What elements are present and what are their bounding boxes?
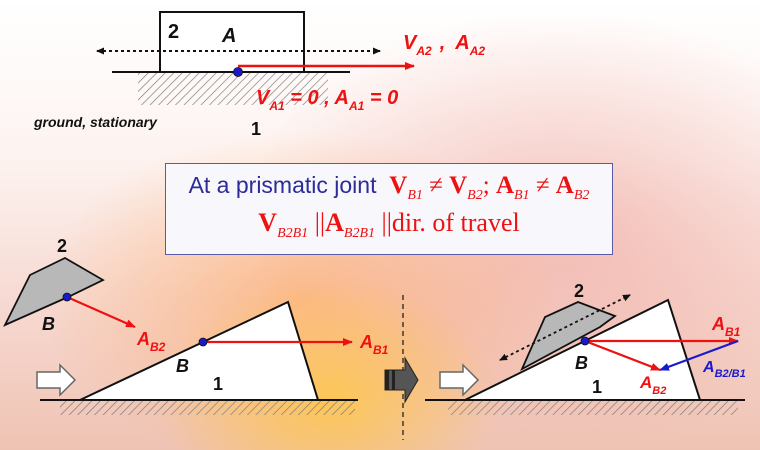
top-link1-label: 1 — [251, 119, 261, 139]
left-b-wedge-label: B — [176, 356, 189, 376]
left-input-arrow — [36, 363, 77, 397]
statement-line-1: At a prismatic joint VB1 ≠ VB2; AB1 ≠ AB… — [166, 172, 612, 204]
left-ab2-vector-arrow — [66, 295, 136, 329]
right-link2-label: 2 — [574, 281, 584, 301]
right-b-label: B — [575, 353, 588, 373]
left-ab2-label: AB2 — [136, 329, 166, 354]
ground-stationary-label: ground, stationary — [33, 114, 158, 130]
right-ab1-label: AB1 — [711, 314, 741, 339]
prismatic-joint-statement-box: At a prismatic joint VB1 ≠ VB2; AB1 ≠ AB… — [165, 163, 613, 255]
statement-prefix: At a prismatic joint — [188, 172, 377, 198]
statement-equation-1: VB1 ≠ VB2; AB1 ≠ AB2 — [389, 172, 590, 203]
top-ground-hatch — [138, 73, 328, 105]
right-slide-direction-arrow — [499, 294, 631, 361]
right-point-b-dot — [580, 336, 590, 346]
right-ab2-label: AB2 — [639, 373, 666, 397]
left-link2-label: 2 — [57, 236, 67, 256]
statement-line-2: VB2B1 ||AB2B1 ||dir. of travel — [258, 208, 520, 242]
right-input-arrow — [439, 363, 480, 397]
point-a-dot — [233, 67, 243, 77]
left-link1-label: 1 — [213, 374, 223, 394]
va1-aa1-label: VA1 = 0 , AA1 = 0 — [256, 87, 398, 113]
left-link2-shape — [3, 256, 105, 327]
right-ab2-vector-arrow — [584, 339, 661, 372]
left-ground-hatch — [60, 401, 355, 415]
top-diagram: 2 A VA2,AA2 VA1 = 0 , AA1 = 0 ground, st… — [33, 11, 485, 139]
right-ab2b1-vector-arrow — [659, 339, 739, 372]
point-a-label: A — [221, 25, 236, 47]
transition-arrow — [384, 356, 419, 404]
link2-block — [159, 11, 305, 73]
left-wedge-link1 — [79, 300, 320, 401]
left-diagram: 2 B AB2 B 1 AB1 — [3, 236, 389, 415]
top-link2-label: 2 — [168, 21, 179, 43]
left-ab1-label: AB1 — [359, 332, 389, 357]
left-point-b1-dot — [198, 337, 208, 347]
right-ab2b1-label: AB2/B1 — [702, 359, 746, 380]
right-ground-hatch — [448, 401, 738, 415]
right-diagram: 2 B AB1 AB2/B1 AB2 1 — [425, 281, 746, 415]
va2-label: VA2,AA2 — [403, 32, 485, 58]
left-b-label: B — [42, 314, 55, 334]
left-point-b2-dot — [62, 292, 72, 302]
right-link1-label: 1 — [592, 377, 602, 397]
